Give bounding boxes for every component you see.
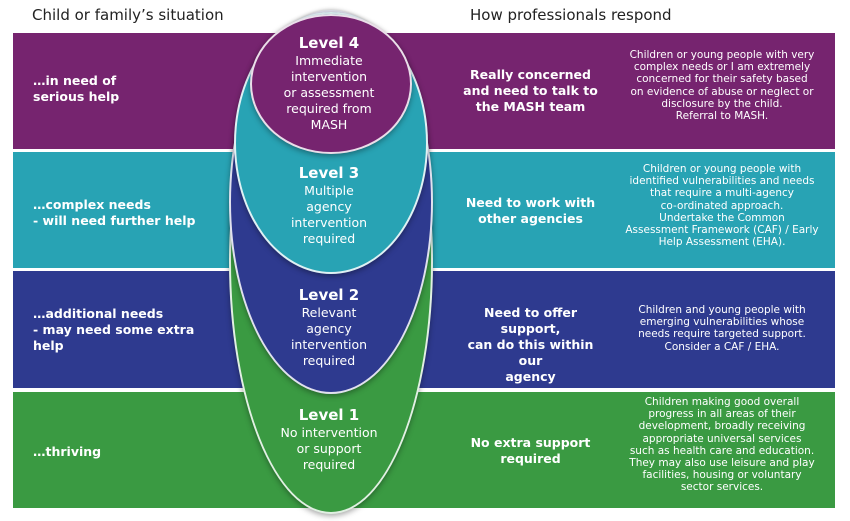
level-4-title: Level 4 [298, 34, 360, 52]
situation-level-3: …complex needs - will need further help [33, 197, 196, 228]
response-level-1: No extra support required [470, 435, 591, 466]
level-2-description: Relevant agency intervention required [290, 305, 368, 368]
situation-level-4: …in need of serious help [33, 73, 120, 104]
detail-level-4: Children or young people with very compl… [629, 49, 815, 123]
level-3-description: Multiple agency intervention required [290, 183, 368, 246]
response-level-4: Really concerned and need to talk to the… [463, 67, 598, 114]
detail-level-1: Children making good overall progress in… [629, 396, 815, 494]
detail-level-2: Children and young people with emerging … [638, 304, 806, 353]
situation-level-1: …thriving [33, 444, 102, 459]
level-1-title: Level 1 [298, 406, 360, 424]
detail-level-3: Children or young people with identified… [625, 163, 819, 249]
level-4-description: Immediate intervention or assessment req… [283, 53, 375, 132]
response-level-2: Need to offer support, can do this withi… [467, 305, 594, 384]
situation-column-header: Child or family’s situation [32, 6, 224, 24]
level-2-label: Level 2 Relevant agency intervention req… [229, 286, 429, 369]
level-4-ellipse [250, 14, 412, 154]
band-level-1: …thriving No extra support required Chil… [13, 392, 835, 508]
level-2-title: Level 2 [298, 286, 360, 304]
level-1-description: No intervention or support required [280, 425, 378, 472]
response-level-3: Need to work with other agencies [465, 195, 596, 226]
response-column-header: How professionals respond [470, 6, 672, 24]
situation-level-2: …additional needs - may need some extra … [33, 306, 195, 353]
level-1-label: Level 1 No intervention or support requi… [229, 406, 429, 473]
level-3-title: Level 3 [298, 164, 360, 182]
level-3-label: Level 3 Multiple agency intervention req… [229, 164, 429, 247]
level-4-label: Level 4 Immediate intervention or assess… [229, 34, 429, 133]
